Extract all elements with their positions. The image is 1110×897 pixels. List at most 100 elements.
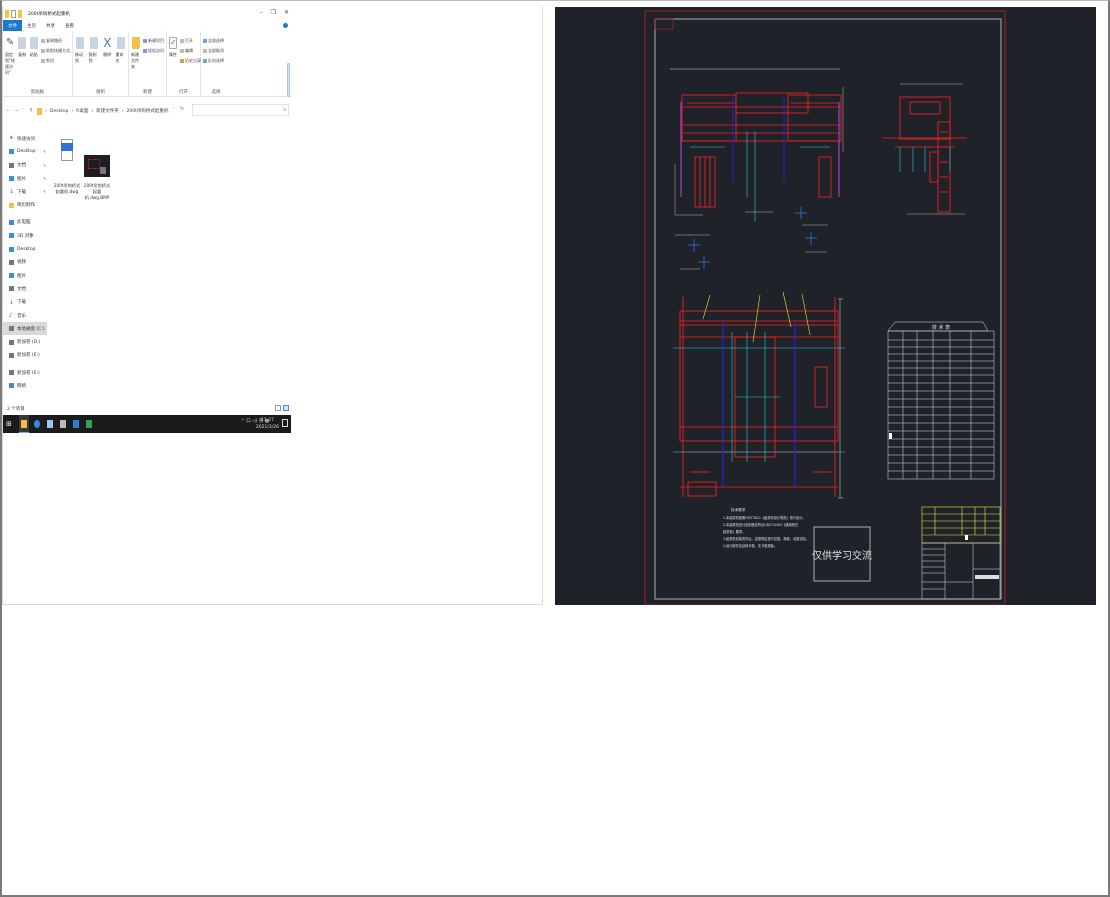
nav-drive-e[interactable]: 新加卷 (E:): [3, 349, 48, 362]
nav-drive-d[interactable]: 新加卷 (D:): [3, 335, 48, 348]
clock[interactable]: 11:27 2021/3/26: [255, 418, 279, 430]
up-icon[interactable]: ↑: [28, 108, 34, 114]
nav-quick-access[interactable]: ★快速访问: [9, 135, 35, 142]
taskbar-printer[interactable]: [58, 415, 68, 433]
rename-button[interactable]: 重命名: [116, 37, 127, 97]
nav-desktop-pinned[interactable]: Desktop✎: [3, 145, 48, 158]
nav-videos[interactable]: 视频: [3, 256, 48, 269]
nav-drive-c[interactable]: 本地磁盘 (C:): [3, 322, 47, 336]
nav-downloads-pinned[interactable]: ↓下载✎: [9, 188, 47, 196]
taskbar-file-explorer[interactable]: [19, 415, 29, 433]
rename-icon: [116, 37, 125, 49]
copy-path-button[interactable]: 复制路径: [41, 38, 70, 44]
forward-icon[interactable]: →: [14, 108, 19, 114]
search-input[interactable]: ⌕: [192, 104, 289, 116]
recent-dropdown-icon[interactable]: ˅: [22, 108, 25, 114]
edit-button[interactable]: 编辑: [180, 48, 201, 54]
new-folder-icon[interactable]: [18, 9, 22, 18]
tab-home[interactable]: 主页: [27, 23, 36, 29]
folder-icon: [5, 9, 9, 18]
move-to-button[interactable]: 移动到: [75, 37, 86, 97]
tab-view[interactable]: 查看: [65, 23, 74, 29]
ribbon-group-clipboard: ✎固定到"快速访问" 复制 粘贴 复制路径 粘贴快捷方式 剪切 剪贴板: [3, 31, 73, 97]
breadcrumb-new-folder[interactable]: 新建文件夹: [96, 109, 119, 114]
breadcrumb-r-desktop[interactable]: R桌面: [76, 109, 89, 114]
title-bar: 200t吊钩桥式起重机 – ❐ ✕: [3, 7, 291, 20]
select-none-button[interactable]: 全部取消: [203, 48, 224, 54]
desktop-icon: [9, 149, 14, 155]
minimize-button[interactable]: –: [259, 9, 263, 16]
document-icon: [47, 420, 53, 428]
pin-quick-access-button[interactable]: ✎固定到"快速访问": [5, 37, 15, 75]
properties-button[interactable]: ✓属性: [169, 37, 177, 57]
nav-this-pc[interactable]: 此电脑: [3, 216, 48, 229]
ribbon-group-open: ✓属性 打开 编辑 历史记录 打开: [167, 31, 201, 97]
system-tray[interactable]: ^ 口 ◁) 英 ▦: [241, 419, 269, 424]
cut-button[interactable]: 剪切: [41, 58, 70, 64]
close-button[interactable]: ✕: [283, 9, 289, 16]
address-path[interactable]: › Desktop› R桌面› 新建文件夹› 200t吊钩桥式起重机: [37, 105, 193, 117]
file-item-dwg[interactable]: 200t吊钩桥式起重机.dwg: [53, 131, 81, 201]
address-bar: ← → ˅ ↑ › Desktop› R桌面› 新建文件夹› 200t吊钩桥式起…: [3, 104, 291, 118]
drive-icon: [9, 339, 14, 345]
copy-to-button[interactable]: 复制到: [89, 37, 100, 97]
select-all-button[interactable]: 全部选择: [203, 38, 224, 44]
nav-documents[interactable]: 文档: [3, 282, 48, 295]
taskbar-browser[interactable]: [32, 415, 42, 433]
copy-icon: [18, 37, 27, 49]
notification-icon[interactable]: [282, 419, 288, 427]
taskbar-excel[interactable]: [84, 415, 94, 433]
open-button[interactable]: 打开: [180, 38, 201, 44]
breadcrumb-desktop[interactable]: Desktop: [49, 108, 69, 114]
nav-music[interactable]: ♪音乐: [9, 312, 26, 319]
ribbon-scrollbar[interactable]: [287, 63, 290, 97]
history-button[interactable]: 历史记录: [180, 58, 201, 64]
windows-start-icon[interactable]: ⊞: [6, 420, 12, 428]
tab-file[interactable]: 文件: [3, 20, 22, 31]
large-icons-view-button[interactable]: [283, 405, 289, 411]
taskbar-documents[interactable]: [45, 415, 55, 433]
ribbon-tabs: 文件 主页 共享 查看: [3, 20, 291, 31]
revision-block: [921, 506, 1001, 544]
nav-documents-pinned[interactable]: 文档✎: [3, 159, 48, 172]
file-name: 200t吊钩桥式起重机.dwg: [53, 183, 81, 194]
tab-share[interactable]: 共享: [46, 23, 55, 29]
nav-downloads[interactable]: ↓下载: [9, 298, 26, 306]
paste-shortcut-button[interactable]: 粘贴快捷方式: [41, 48, 70, 54]
watermark-text: 仅供学习交流: [812, 549, 872, 562]
new-item-button[interactable]: 新建项目: [143, 38, 164, 44]
paste-button[interactable]: 粘贴: [29, 37, 38, 97]
nav-pictures[interactable]: 图片: [3, 269, 48, 282]
refresh-icon[interactable]: ↻: [180, 106, 185, 112]
nav-resume-folder[interactable]: 简历制作: [3, 198, 48, 211]
navigation-pane: ★快速访问 Desktop✎ 文档✎ 图片✎ ↓下载✎ 简历制作 此电脑 3D …: [3, 132, 48, 402]
invert-selection-button[interactable]: 反向选择: [203, 58, 224, 64]
easy-access-button[interactable]: 轻松访问: [143, 48, 164, 54]
nav-drive-e-2[interactable]: 新加卷 (E:): [3, 366, 48, 379]
cad-drawing: 技 术 表 技术要求 1.本起重机按照GB/T3811《起重机设计规范》进行设计…: [644, 10, 1006, 605]
address-dropdown-icon[interactable]: ˅: [173, 107, 175, 112]
nav-pictures-pinned[interactable]: 图片✎: [3, 172, 48, 185]
taskbar: ⊞ ^ 口 ◁) 英 ▦ 11:27 2021/3/26: [3, 415, 291, 433]
maximize-button[interactable]: ❐: [270, 9, 276, 16]
back-icon[interactable]: ←: [6, 108, 11, 114]
taskbar-vscode[interactable]: [71, 415, 81, 433]
folder-icon: [37, 107, 43, 115]
download-icon: ↓: [9, 298, 15, 306]
properties-icon[interactable]: [11, 9, 16, 18]
dwg-file-icon: [55, 131, 79, 179]
nav-desktop[interactable]: Desktop: [3, 242, 48, 255]
note-line: 1.本起重机按照GB/T3811《起重机设计规范》进行设计。: [723, 515, 806, 520]
new-folder-button[interactable]: 新建文件夹: [131, 37, 140, 97]
window-title: 200t吊钩桥式起重机: [28, 11, 70, 17]
help-icon[interactable]: [283, 23, 288, 28]
details-view-button[interactable]: [275, 405, 281, 411]
download-icon: ↓: [9, 188, 15, 196]
breadcrumb-current[interactable]: 200t吊钩桥式起重机: [126, 109, 169, 114]
copy-button[interactable]: 复制: [18, 37, 27, 97]
file-item-bmp[interactable]: 200t吊钩桥式起重机.dwg.BMP: [83, 131, 111, 201]
nav-3d-objects[interactable]: 3D 对象: [3, 229, 48, 242]
nav-network[interactable]: 网络: [3, 379, 48, 392]
